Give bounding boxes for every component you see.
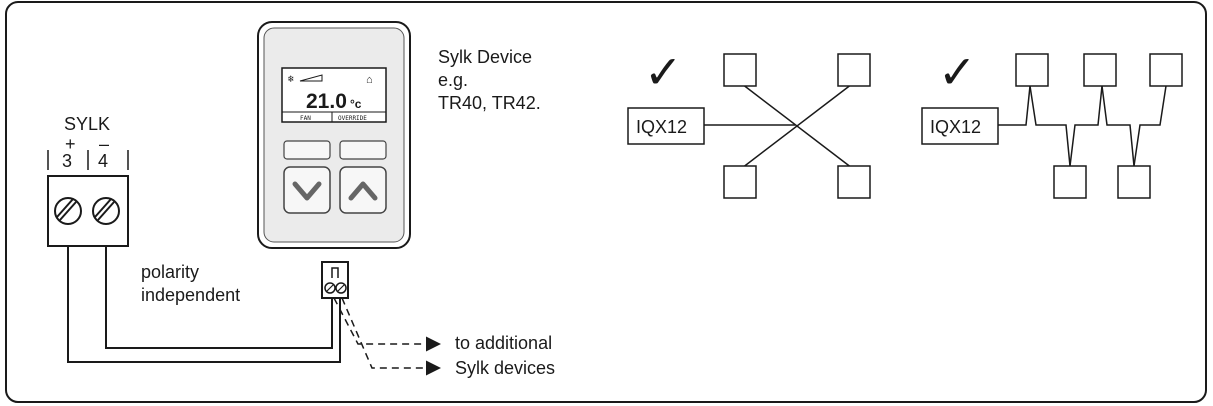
bus-node-top-3	[1149, 53, 1183, 87]
sylk-terminal: SYLK + – 3 4	[47, 114, 129, 247]
device-connector	[321, 261, 349, 299]
additional-note-line2: Sylk devices	[455, 358, 555, 378]
terminal-title: SYLK	[64, 114, 110, 134]
chevron-down-icon	[292, 181, 322, 201]
terminal-minus: –	[99, 134, 109, 154]
star-controller-box	[627, 107, 705, 145]
display-unit: °c	[350, 97, 362, 111]
device-caption-line1: Sylk Device	[438, 47, 532, 67]
sylk-device: ❄ ⌂ 21.0 °c FAN OVERRIDE	[257, 21, 411, 299]
bus-node-bottom-2	[1117, 165, 1151, 199]
device-left-soft-key[interactable]	[283, 140, 331, 160]
terminal-plus: +	[65, 134, 76, 154]
display-override-label: OVERRIDE	[338, 115, 367, 122]
sylk-wires	[67, 246, 341, 363]
star-node-top-left	[723, 53, 757, 87]
terminal-pin-3: 3	[62, 151, 72, 171]
star-controller-label: IQX12	[636, 117, 687, 137]
bus-controller-label: IQX12	[930, 117, 981, 137]
polarity-note-line1: polarity	[141, 262, 199, 282]
fan-level-icon: ❄	[288, 74, 323, 85]
device-caption-line3: TR40, TR42.	[438, 93, 541, 113]
display-fan-label: FAN	[300, 115, 311, 122]
terminal-screw-right-icon	[92, 197, 120, 225]
diagram-frame	[5, 1, 1207, 403]
topology-star: ✓ IQX12	[627, 45, 871, 199]
star-node-bottom-right	[837, 165, 871, 199]
bus-valid-check-icon: ✓	[938, 45, 977, 99]
chevron-up-icon	[348, 181, 378, 201]
additional-note-line1: to additional	[455, 333, 552, 353]
star-node-bottom-left	[723, 165, 757, 199]
device-right-soft-key[interactable]	[339, 140, 387, 160]
bus-controller-box	[921, 107, 999, 145]
topology-bus: ✓ IQX12	[921, 45, 1183, 199]
home-icon: ⌂	[366, 74, 373, 86]
device-caption-line2: e.g.	[438, 70, 468, 90]
bus-node-bottom-1	[1053, 165, 1087, 199]
bus-node-top-2	[1083, 53, 1117, 87]
device-up-button[interactable]	[339, 166, 387, 214]
star-valid-check-icon: ✓	[644, 45, 683, 99]
star-node-top-right	[837, 53, 871, 87]
svg-text:❄: ❄	[288, 74, 295, 85]
device-down-button[interactable]	[283, 166, 331, 214]
polarity-note-line2: independent	[141, 285, 240, 305]
device-screen	[281, 67, 387, 123]
additional-device-links	[333, 297, 441, 376]
bus-node-top-1	[1015, 53, 1049, 87]
terminal-pin-4: 4	[98, 151, 108, 171]
terminal-screw-left-icon	[54, 197, 82, 225]
display-temperature: 21.0	[306, 90, 347, 113]
